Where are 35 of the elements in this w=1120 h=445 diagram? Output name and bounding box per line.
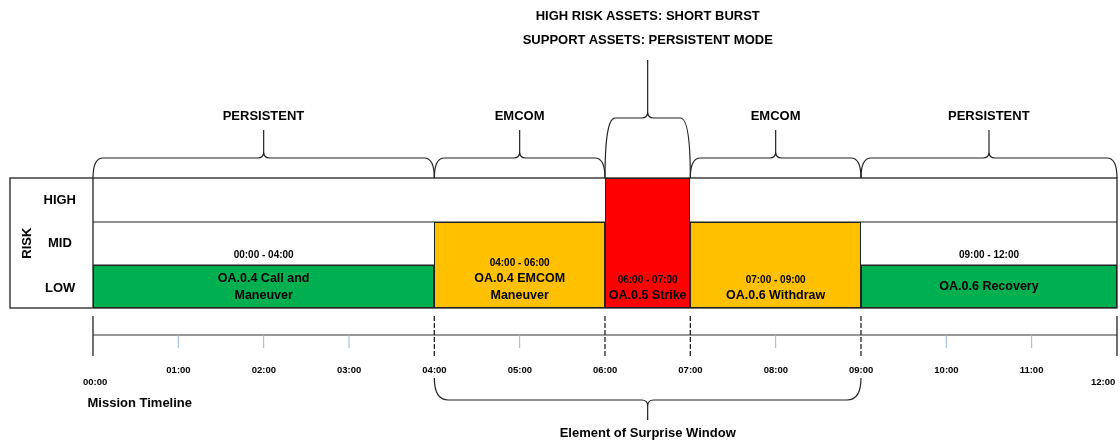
mode-label: EMCOM [494, 109, 545, 124]
time-tick-label: 04:00 [422, 365, 447, 376]
time-tick-label: 12:00 [1091, 377, 1116, 388]
time-tick-label: 07:00 [678, 365, 703, 376]
time-tick-label: 02:00 [251, 365, 276, 376]
mode-label: PERSISTENT [948, 109, 1030, 124]
time-tick-label: 03:00 [337, 365, 362, 376]
mode-label: PERSISTENT [222, 109, 305, 124]
time-range-label: 04:00 - 06:00 [489, 257, 550, 269]
risk-level-label: MID [48, 236, 72, 251]
time-tick-label: 01:00 [166, 365, 191, 376]
time-range-label: 00:00 - 04:00 [233, 249, 294, 260]
time-tick-label: 08:00 [763, 365, 788, 376]
phase-label: OA.0.4 Call and Maneuver [216, 269, 311, 304]
risk-level-label: LOW [45, 281, 76, 296]
time-tick-label: 11:00 [1019, 365, 1044, 376]
time-tick-label: 05:00 [507, 365, 532, 376]
time-tick-label: 06:00 [593, 365, 618, 376]
axis-title: Mission Timeline [87, 396, 192, 411]
risk-level-label: HIGH [43, 193, 76, 208]
axis-title: RISK [19, 227, 35, 259]
time-tick-label: 09:00 [849, 365, 874, 376]
time-tick-label: 00:00 [83, 377, 108, 388]
phase-label: OA.0.6 Withdraw [726, 287, 826, 304]
time-range-label: 09:00 - 12:00 [959, 249, 1019, 260]
time-range-label: 07:00 - 09:00 [745, 274, 806, 286]
heading-text: HIGH RISK ASSETS: SHORT BURST [535, 9, 760, 24]
phase-label: OA.0.5 Strike [608, 287, 687, 304]
time-range-label: 06:00 - 07:00 [617, 274, 678, 286]
heading-text: SUPPORT ASSETS: PERSISTENT MODE [522, 33, 773, 48]
phase-label: OA.0.6 Recovery [939, 278, 1039, 295]
phase-label: OA.0.4 EMCOM Maneuver [473, 270, 567, 304]
window-label: Element of Surprise Window [559, 426, 736, 441]
time-tick-label: 10:00 [934, 365, 959, 376]
mode-label: EMCOM [750, 109, 801, 124]
